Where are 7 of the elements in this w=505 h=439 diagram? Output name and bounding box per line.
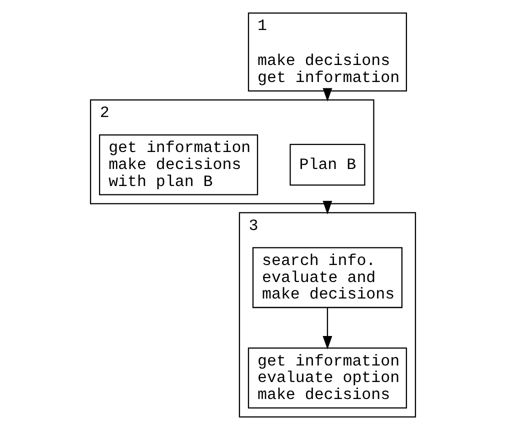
node-box: get information evaluate option make decisions [247, 348, 406, 408]
arrow [322, 308, 332, 350]
node-box: Plan B [289, 144, 365, 186]
arrow [322, 200, 332, 214]
arrow [322, 88, 332, 102]
node-box: get information make decisions with plan B [98, 134, 258, 196]
node-box: search info. evaluate and make decisions [252, 247, 402, 308]
